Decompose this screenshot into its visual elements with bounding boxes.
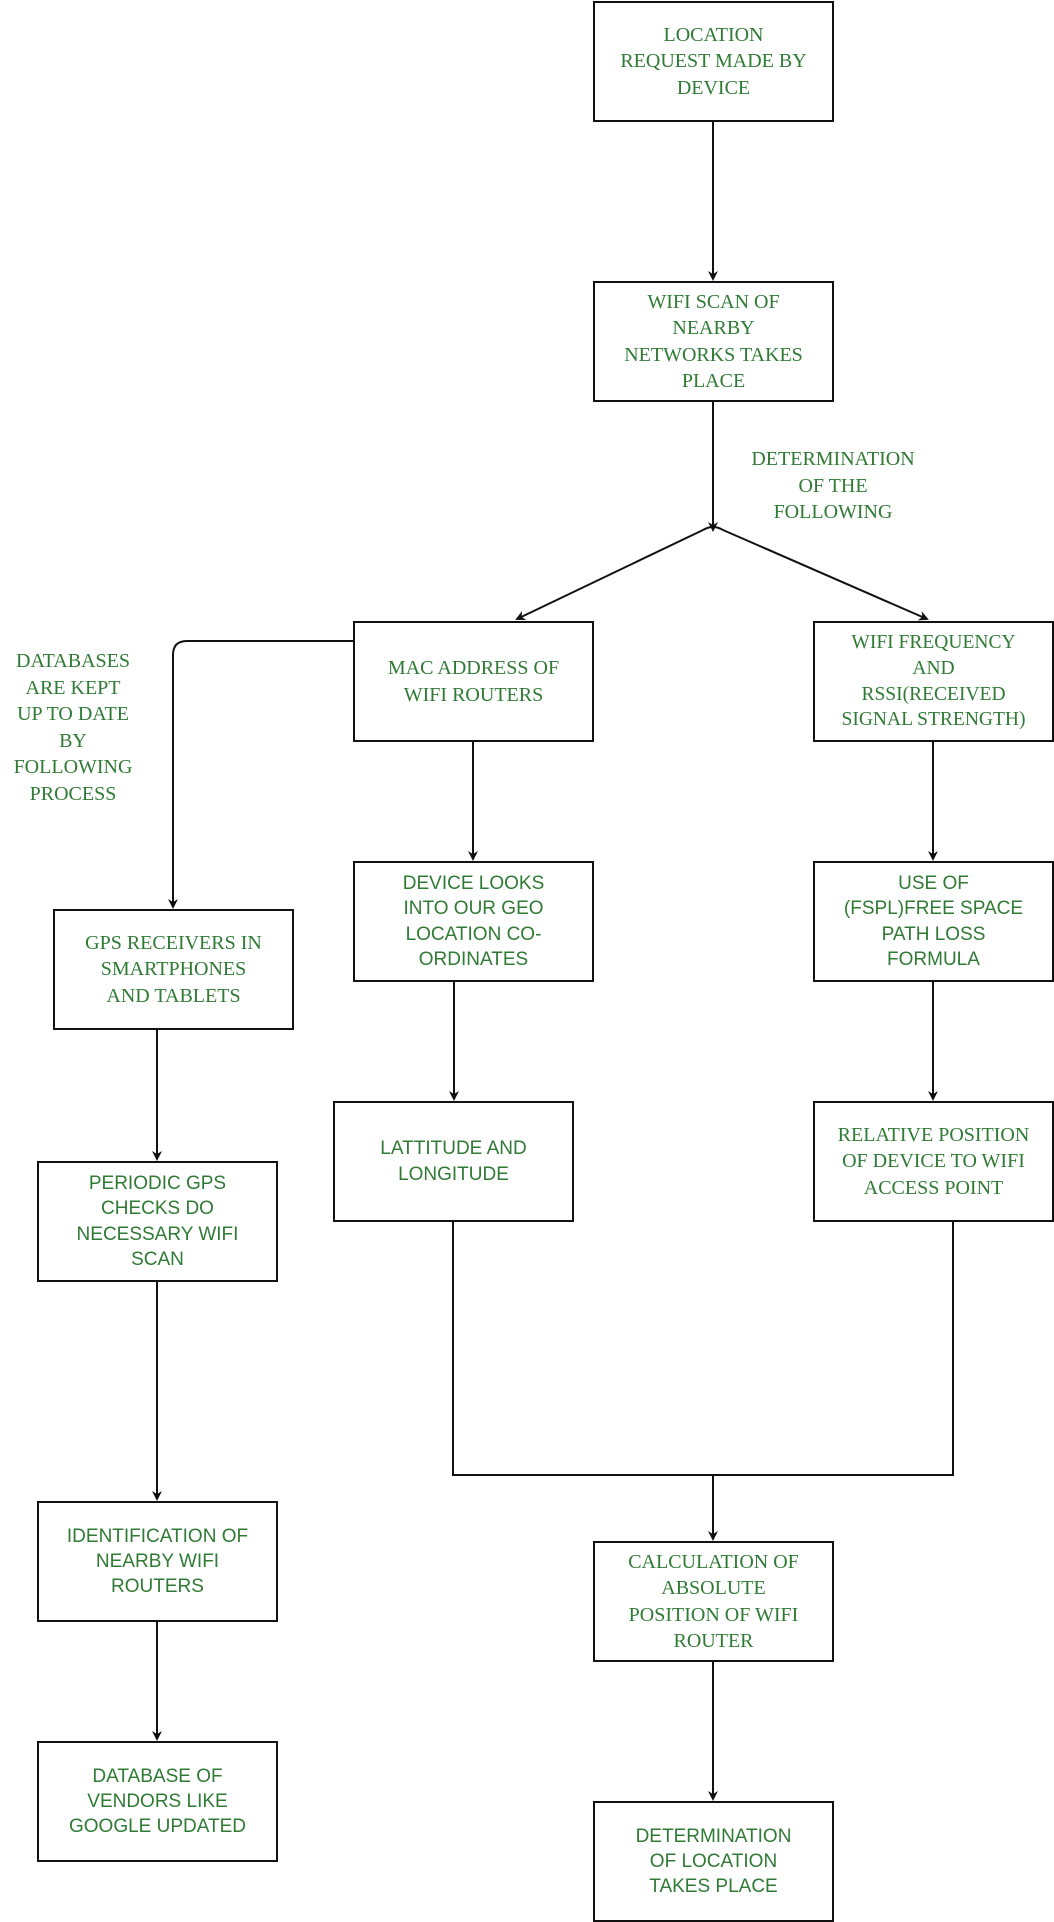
edge-mac-to-gps [168, 640, 353, 909]
node-identification: IDENTIFICATION OF NEARBY WIFI ROUTERS [37, 1501, 278, 1622]
node-calculation: CALCULATION OF ABSOLUTE POSITION OF WIFI… [593, 1541, 834, 1662]
node-mac-address: MAC ADDRESS OF WIFI ROUTERS [353, 621, 594, 742]
label-databases-kept: DATABASES ARE KEPT UP TO DATE BY FOLLOWI… [13, 650, 133, 805]
node-database-updated: DATABASE OF VENDORS LIKE GOOGLE UPDATED [37, 1741, 278, 1862]
node-lat-long: LATTITUDE AND LONGITUDE [333, 1101, 574, 1222]
node-location-request: LOCATION REQUEST MADE BY DEVICE [593, 1, 834, 122]
node-wifi-frequency: WIFI FREQUENCY AND RSSI(RECEIVED SIGNAL … [813, 621, 1054, 742]
node-device-looks: DEVICE LOOKS INTO OUR GEO LOCATION CO- O… [353, 861, 594, 982]
label-determination-following: DETERMINATION OF THE FOLLOWING [751, 448, 915, 524]
node-fspl: USE OF (FSPL)FREE SPACE PATH LOSS FORMUL… [813, 861, 1054, 982]
node-relative-position: RELATIVE POSITION OF DEVICE TO WIFI ACCE… [813, 1101, 1054, 1222]
edge-merge-join [452, 1220, 954, 1476]
node-wifi-scan: WIFI SCAN OF NEARBY NETWORKS TAKES PLACE [593, 281, 834, 402]
edge-branch-to-mac [517, 526, 724, 619]
node-periodic-gps: PERIODIC GPS CHECKS DO NECESSARY WIFI SC… [37, 1161, 278, 1282]
node-determination-location: DETERMINATION OF LOCATION TAKES PLACE [593, 1801, 834, 1922]
edge-branch-to-frequency [722, 529, 929, 621]
node-gps-receivers: GPS RECEIVERS IN SMARTPHONES AND TABLETS [53, 909, 294, 1030]
